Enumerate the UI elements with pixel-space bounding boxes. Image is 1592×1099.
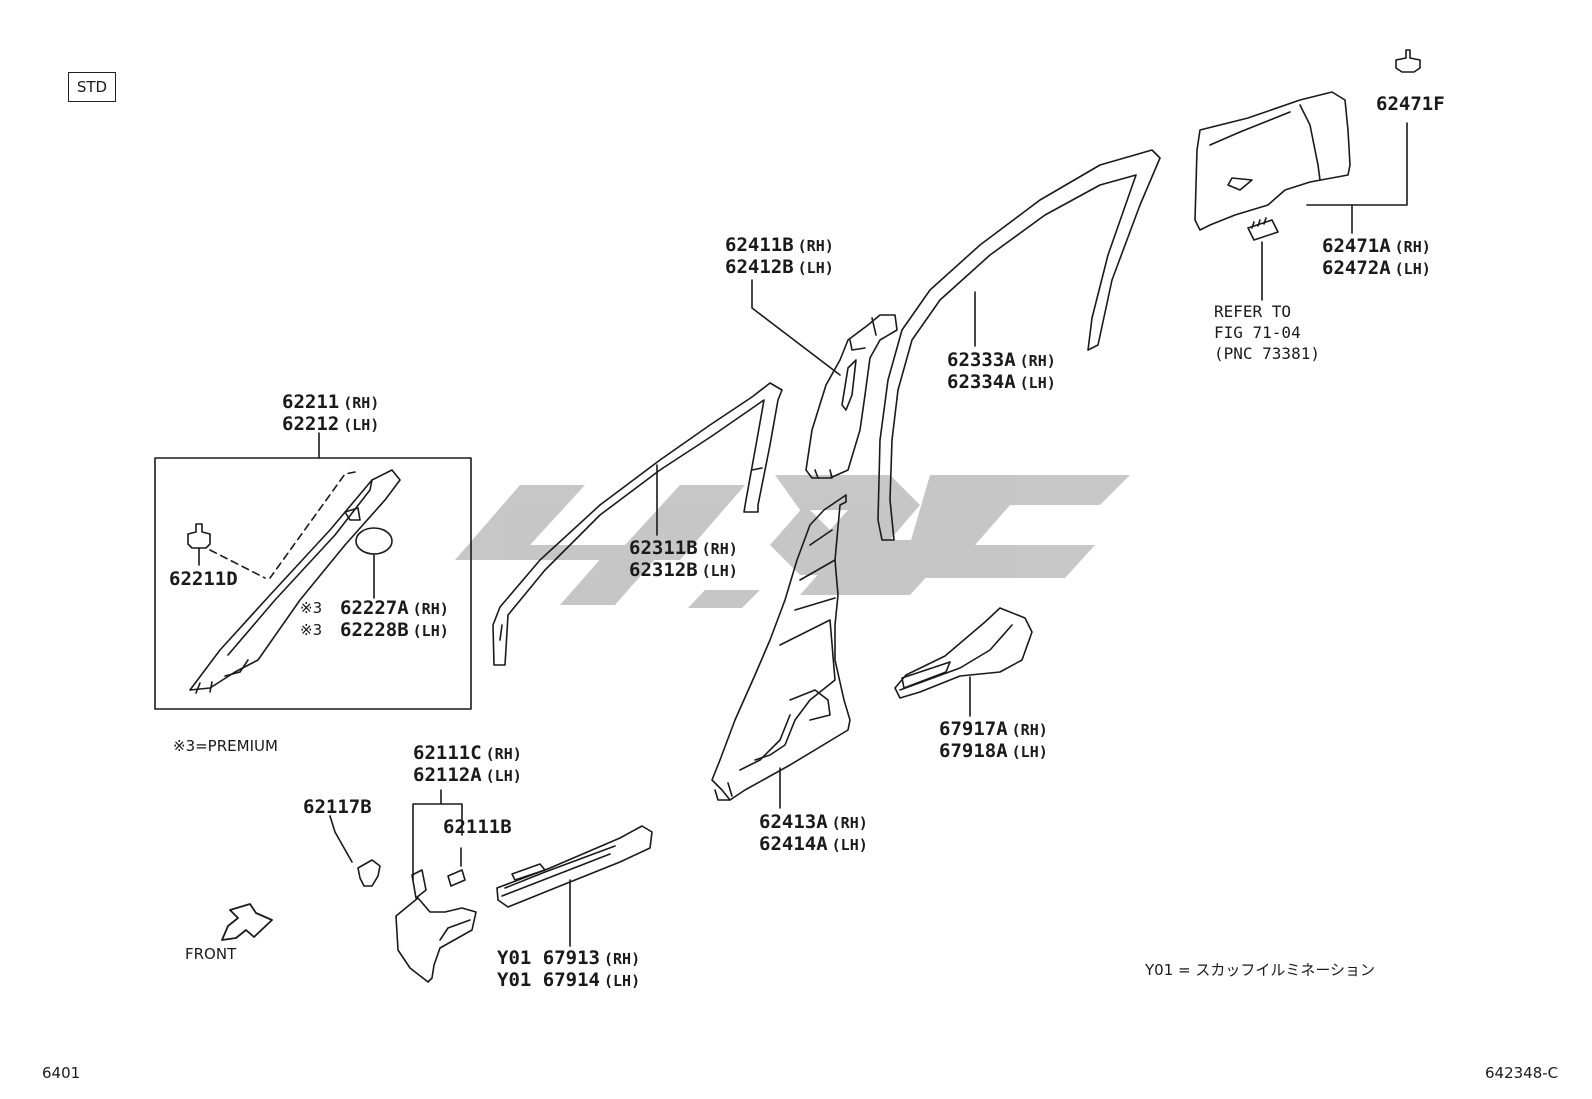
door-weatherstrip-62311b-shape [492, 382, 783, 666]
b-pillar-upper-garnish-shape [805, 314, 898, 479]
part-62334a: 62334A(LH) [947, 371, 1056, 393]
variant-box: STD [68, 72, 116, 102]
clip-62211d-shape [187, 523, 211, 566]
clip-62117b-shape [329, 815, 381, 887]
page-code: 6401 [42, 1064, 81, 1082]
dashed-guide [209, 471, 356, 579]
refer-line-3: (PNC 73381) [1214, 344, 1320, 363]
part-62312b: 62312B(LH) [629, 559, 738, 581]
scuff-plate-rear-shape [894, 607, 1033, 699]
a-pillar-garnish-shape [189, 469, 401, 694]
leader-62111c [412, 789, 463, 881]
part-62227a: 62227A(RH) [340, 597, 449, 619]
refer-line-1: REFER TO [1214, 302, 1292, 321]
part-62333a: 62333A(RH) [947, 349, 1056, 371]
premium-note: ※3=PREMIUM [173, 737, 278, 755]
part-62212: 62212(LH) [282, 413, 380, 435]
cap-62227a-shape [355, 527, 393, 599]
scuff-plate-front-shape [496, 825, 653, 908]
part-62111b: 62111B [443, 816, 512, 838]
refer-line-2: FIG 71-04 [1214, 323, 1301, 342]
b-pillar-lower-garnish-shape [711, 494, 851, 801]
vent-plate-shape [1247, 217, 1279, 241]
front-arrow-icon [221, 903, 273, 941]
leader-62471 [1306, 122, 1408, 206]
part-62412b: 62412B(LH) [725, 256, 834, 278]
part-62111c: 62111C(RH) [413, 742, 522, 764]
part-62472a: 62472A(LH) [1322, 257, 1431, 279]
part-62471f: 62471F [1376, 93, 1445, 115]
part-67918a: 67918A(LH) [939, 740, 1048, 762]
front-label: FRONT [185, 945, 237, 963]
kick-panel-shape [395, 869, 477, 983]
part-62117b: 62117B [303, 796, 372, 818]
part-67913: Y01 67913(RH) [497, 947, 641, 969]
part-62471a: 62471A(RH) [1322, 235, 1431, 257]
clip-62471f-shape [1395, 49, 1421, 73]
part-62411b: 62411B(RH) [725, 234, 834, 256]
part-67914: Y01 67914(LH) [497, 969, 641, 991]
figure-id: 642348-C [1485, 1064, 1559, 1082]
clip-62111b-shape [447, 847, 466, 887]
premium-mark-2: ※3 [300, 621, 323, 639]
quarter-garnish-62471a-shape [1194, 91, 1351, 231]
part-62228b: 62228B(LH) [340, 619, 449, 641]
part-62211: 62211(RH) [282, 391, 380, 413]
part-67917a: 67917A(RH) [939, 718, 1048, 740]
y01-legend: Y01 = スカッフイルミネーション [1145, 961, 1376, 979]
rear-weatherstrip-62333a-shape [877, 149, 1161, 541]
part-62311b: 62311B(RH) [629, 537, 738, 559]
a-pillar-detail-frame [154, 457, 472, 710]
leader-62411b [751, 279, 841, 376]
part-62413a: 62413A(RH) [759, 811, 868, 833]
premium-mark-1: ※3 [300, 599, 323, 617]
part-62414a: 62414A(LH) [759, 833, 868, 855]
part-62211d: 62211D [169, 568, 238, 590]
watermark-logo [455, 475, 1130, 608]
part-62112a: 62112A(LH) [413, 764, 522, 786]
